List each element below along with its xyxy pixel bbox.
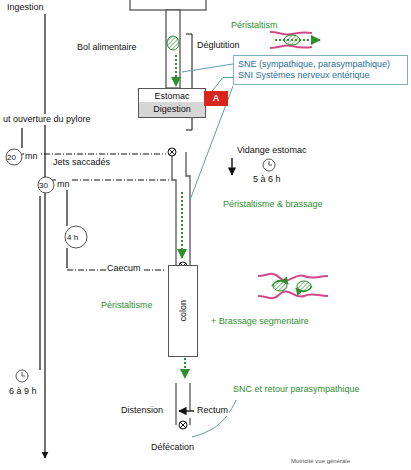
flow-arrows (231, 158, 232, 175)
clock-value: 4 h (66, 232, 79, 243)
mixing-arrows (272, 280, 288, 286)
valves (180, 422, 186, 428)
clock-icons (22, 372, 25, 376)
digestive-tube (166, 10, 180, 88)
bolus-icon (273, 281, 287, 291)
digestive-tube (130, 0, 206, 425)
time-axis (39, 196, 40, 370)
digestive-tube (172, 152, 190, 265)
peristalsis-icon (270, 45, 312, 48)
bolus-icon (297, 281, 311, 291)
peristalsis-icon (270, 32, 312, 48)
annotation: 5 à 6 h (252, 174, 282, 185)
colon-box: colon (168, 265, 198, 357)
annotation: Déglutition (196, 40, 241, 51)
digestive-tube (130, 0, 206, 10)
food-bolus (167, 36, 179, 50)
clock-icons (263, 159, 275, 171)
segmentation-icon (258, 291, 328, 298)
segmentation-icon (258, 274, 328, 281)
clock-icons (65, 226, 87, 248)
clock-icons (269, 161, 272, 165)
nerve-lines (182, 64, 236, 437)
peristalsis-arrows (175, 55, 177, 86)
annotation: Jets saccadés (52, 157, 111, 168)
annotation: mn (56, 179, 71, 190)
annotation: Péristaltism (230, 20, 279, 31)
annotation: Péristaltisme & brassage (222, 199, 324, 210)
annotation: mn (24, 151, 39, 162)
annotation: ut ouverture du pylore (2, 114, 92, 125)
mixing-arrows (272, 280, 312, 291)
annotation: + Brassage segmentaire (210, 316, 310, 327)
valves (169, 149, 175, 155)
clock-value: 20 (6, 152, 17, 163)
peristalsis-arrows (181, 192, 183, 258)
clock-icons (38, 177, 54, 193)
clock-value: 30 (38, 180, 49, 191)
clock-icons (16, 370, 28, 382)
annotation: Rectum (196, 405, 229, 416)
annotation: Ingestion (6, 2, 45, 13)
annotation: 6 à 9 h (8, 386, 38, 397)
annotation: Défécation (150, 442, 195, 453)
timing-lines (22, 154, 166, 155)
annotation: Péristaltisme (100, 300, 154, 311)
stomach-box: EstomacDigestion (138, 88, 206, 118)
nerve-lines (182, 64, 233, 72)
digestive-tube (176, 383, 190, 425)
timing-lines (22, 154, 170, 270)
annotation: Vidange estomac (236, 145, 307, 156)
annotation: Caecum (106, 263, 142, 274)
mixing-arrows (296, 286, 312, 292)
stage-band: Digestion (139, 102, 205, 117)
clock-icons (6, 149, 22, 165)
time-axis (66, 248, 67, 268)
time-axis (21, 128, 22, 148)
marker-box: A (204, 91, 228, 106)
annotation: Distension (120, 405, 164, 416)
bolus-icon (284, 35, 300, 45)
clock-icons (6, 149, 275, 382)
node-text: SNE (sympathique, parasympathique) (238, 59, 403, 70)
time-axis (44, 14, 45, 458)
segmentation-icon (258, 274, 328, 298)
annotation: Bol alimentaire (76, 42, 138, 53)
nerve-system-box: SNE (sympathique, parasympathique)SNI Sy… (233, 55, 408, 85)
peristalsis-icon (270, 32, 312, 35)
node-text: A (204, 93, 228, 104)
annotation: Motricité vue générale (290, 458, 351, 465)
flow-arrows (179, 410, 194, 411)
node-text: SNI Systèmes nerveux entérique (238, 70, 403, 81)
node-text: Estomac (139, 91, 205, 102)
annotation: SNC et retour parasympathique (232, 384, 361, 395)
node-text: colon (178, 300, 189, 322)
valves (179, 421, 187, 429)
valves (168, 148, 176, 156)
nerve-lines (192, 400, 236, 437)
